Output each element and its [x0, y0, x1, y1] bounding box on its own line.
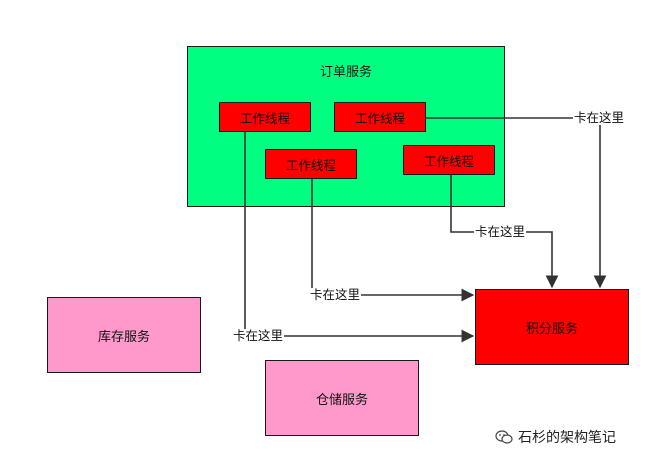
watermark-text: 石杉的架构笔记 — [518, 430, 616, 446]
worker-thread-2: 工作线程 — [334, 102, 426, 132]
worker-thread-label: 工作线程 — [354, 110, 405, 126]
wechat-icon — [495, 430, 513, 444]
arrow-thread2-to-points — [426, 117, 607, 289]
worker-thread-label: 工作线程 — [285, 157, 336, 173]
inventory-service-label: 库存服务 — [97, 329, 150, 345]
warehouse-service-label: 仓储服务 — [315, 392, 368, 408]
order-service-title: 订单服务 — [319, 65, 372, 80]
stuck-label-thread1: 卡在这里 — [232, 328, 285, 343]
stuck-label-thread3: 卡在这里 — [309, 287, 362, 302]
points-service-box: 积分服务 — [475, 289, 629, 365]
worker-thread-4: 工作线程 — [403, 145, 495, 175]
worker-thread-1: 工作线程 — [219, 102, 311, 132]
stuck-label-thread2: 卡在这里 — [573, 110, 626, 125]
watermark: 石杉的架构笔记 — [495, 427, 616, 447]
stuck-label-thread4: 卡在这里 — [474, 224, 527, 239]
warehouse-service-box: 仓储服务 — [265, 360, 419, 436]
worker-thread-3: 工作线程 — [265, 149, 357, 179]
points-service-label: 积分服务 — [525, 321, 578, 337]
worker-thread-label: 工作线程 — [423, 153, 474, 169]
inventory-service-box: 库存服务 — [47, 297, 201, 373]
arrow-thread3-to-points — [311, 179, 475, 302]
worker-thread-label: 工作线程 — [239, 110, 290, 126]
arrow-thread1-to-points — [244, 132, 475, 343]
